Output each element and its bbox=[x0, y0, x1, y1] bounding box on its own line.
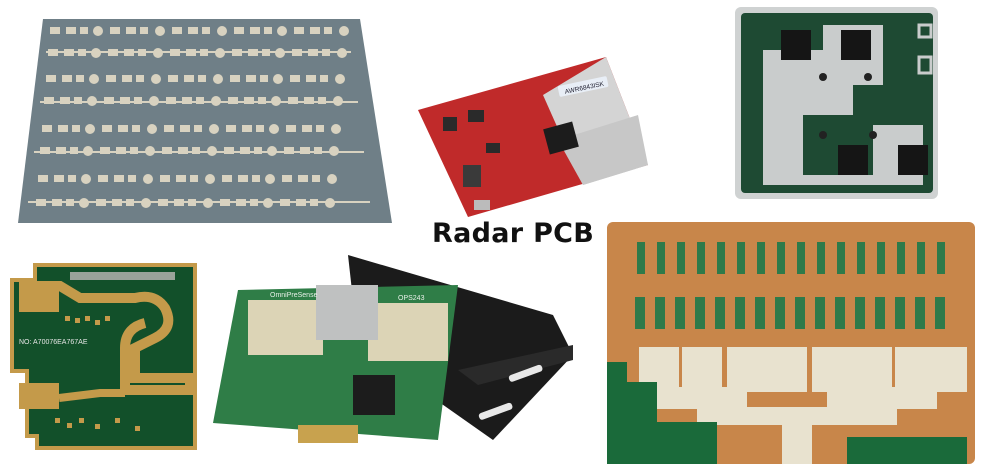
page-title: Radar PCB bbox=[432, 218, 595, 249]
pcb-red-eval-board-image: AWR6843ISK bbox=[408, 55, 653, 220]
model-text: OPS243 bbox=[398, 295, 425, 302]
serial-number-text: NO: A70076EA767AE bbox=[19, 339, 88, 346]
pcb-green-silver-board-image bbox=[733, 5, 943, 203]
pcb-copper-feed-network-image bbox=[607, 222, 975, 464]
pcb-panel-grey-image bbox=[10, 15, 400, 230]
radar-module-with-enclosure-image: OmniPreSense OPS243 bbox=[208, 245, 583, 460]
pcb-green-gold-board-image: NO: A70076EA767AE bbox=[5, 258, 205, 458]
brand-text: OmniPreSense bbox=[270, 292, 318, 299]
